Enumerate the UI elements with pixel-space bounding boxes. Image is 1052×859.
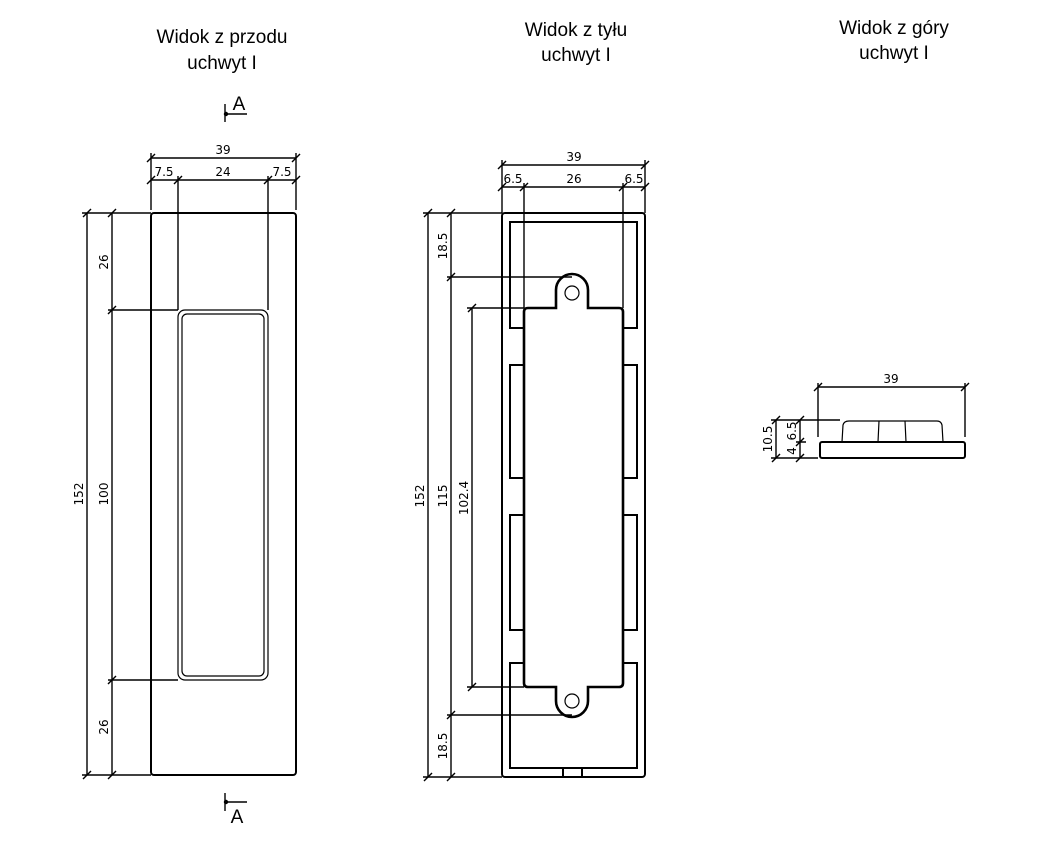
handle-outline	[150, 212, 297, 776]
back-dimensions: 39 6.5 26 6.5 152 18.5 115 18.5 102.4	[413, 150, 650, 782]
back-view: Widok z tyłu uchwyt I 39 6.5 26 6.5	[413, 20, 650, 782]
dim-height: 152	[72, 483, 86, 506]
top-dimensions: 39 10.5 6.5 4	[761, 372, 970, 463]
dim-left: 6.5	[503, 172, 522, 186]
back-view-title: Widok z tyłu	[525, 20, 627, 41]
handle-base-profile	[819, 441, 966, 459]
dim-width: 39	[883, 372, 898, 386]
dim-top: 26	[97, 254, 111, 269]
dim-height: 152	[413, 485, 427, 508]
section-marker-top: A	[223, 94, 247, 122]
dim-top: 18.5	[436, 233, 450, 260]
screw-hole-bottom	[564, 693, 580, 709]
recess-inner	[181, 313, 265, 677]
front-view: Widok z przodu uchwyt I A A 39 7.5 24 7.…	[72, 27, 301, 828]
dim-center: 24	[215, 165, 230, 179]
back-view-subtitle: uchwyt I	[541, 45, 611, 66]
dim-total-height: 10.5	[761, 426, 775, 453]
dim-right: 6.5	[624, 172, 643, 186]
front-view-title: Widok z przodu	[157, 27, 288, 48]
top-view: Widok z góry uchwyt I 39 10.5 6.5 4	[761, 18, 970, 463]
handle-grip-profile	[841, 420, 944, 443]
front-dimensions: 39 7.5 24 7.5 152 26 100 26	[72, 143, 301, 780]
dim-base: 4	[785, 447, 799, 455]
dim-center: 26	[566, 172, 581, 186]
screw-hole-top	[564, 285, 580, 301]
section-label: A	[231, 807, 244, 828]
section-marker-bottom: A	[223, 793, 247, 828]
dim-upper: 6.5	[785, 421, 799, 440]
front-view-subtitle: uchwyt I	[187, 53, 257, 74]
dim-bottom: 18.5	[436, 733, 450, 760]
handle-outline	[501, 212, 646, 778]
dim-right: 7.5	[272, 165, 291, 179]
top-view-title: Widok z góry	[839, 18, 949, 39]
dim-bottom: 26	[97, 719, 111, 734]
dim-left: 7.5	[154, 165, 173, 179]
dim-width: 39	[566, 150, 581, 164]
mounting-plate	[522, 272, 625, 719]
section-label: A	[233, 94, 246, 115]
dim-opening: 100	[97, 483, 111, 506]
top-view-subtitle: uchwyt I	[859, 43, 929, 64]
dim-plate: 102.4	[457, 481, 471, 515]
recess-outer	[177, 309, 269, 681]
dim-holes: 115	[436, 485, 450, 508]
back-pockets	[509, 221, 638, 777]
dim-width: 39	[215, 143, 230, 157]
